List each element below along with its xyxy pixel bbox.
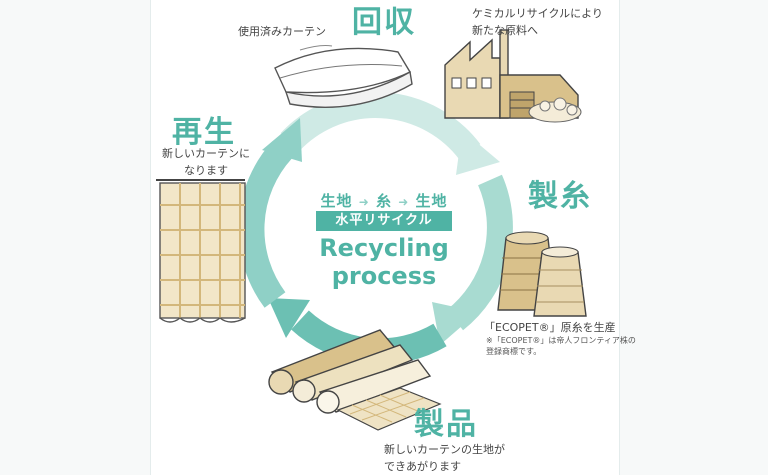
cycle-arrow-right [446, 174, 513, 331]
center-english-line2: process [331, 262, 437, 290]
note-new-curtain: 新しいカーテンに なります [162, 146, 250, 179]
center-flow: 生地 ➜ 糸 ➜ 生地 [311, 190, 457, 211]
footnote-ecopet-line2: 登録商標です。 [486, 346, 542, 356]
cycle-arrowhead-top [456, 130, 500, 175]
hanging-curtain-icon [156, 179, 246, 323]
folded-curtain-icon [274, 45, 413, 108]
center-flow-3: 生地 [415, 192, 448, 210]
center-band: 水平リサイクル [316, 211, 452, 231]
stage-title-seishi: 製糸 [528, 179, 592, 214]
stage-title-saisei: 再生 [172, 115, 236, 150]
note-ecopet: 「ECOPET®」原糸を生産 [484, 321, 616, 334]
note-new-fabric-line1: 新しいカーテンの生地が [384, 443, 505, 456]
cycle-arrowhead-bottom [268, 298, 310, 338]
note-new-fabric: 新しいカーテンの生地が できあがります [384, 442, 505, 475]
center-flow-2: 糸 [375, 192, 392, 210]
cycle-arrowhead-left [262, 118, 302, 162]
cycle-arrow-left [238, 141, 292, 308]
footnote-ecopet: ※「ECOPET®」は帝人フロンティア株の 登録商標です。 [486, 336, 636, 358]
center-english-line1: Recycling [319, 234, 449, 262]
flow-arrow-icon: ➜ [398, 195, 410, 209]
note-new-curtain-line2: なります [184, 163, 228, 177]
cycle-arrowhead-right [432, 302, 478, 345]
footnote-ecopet-line1: ※「ECOPET®」は帝人フロンティア株の [486, 336, 636, 345]
stage-title-kaishu: 回収 [352, 5, 416, 40]
flow-arrow-icon: ➜ [358, 195, 370, 209]
cycle-arrow-top [280, 92, 481, 161]
center-flow-1: 生地 [320, 192, 353, 210]
note-chemical-recycle-line1: ケミカルリサイクルにより [472, 7, 603, 20]
note-chemical-recycle-line2: 新たな原料へ [472, 23, 538, 37]
fabric-rolls-icon [268, 329, 442, 431]
note-used-curtain: 使用済みカーテン [238, 25, 326, 38]
yarn-cones-icon [497, 231, 587, 317]
note-chemical-recycle: ケミカルリサイクルにより 新たな原料へ [472, 6, 603, 39]
center-english-title: Recycling process [296, 234, 472, 290]
stage-title-seihin: 製品 [414, 407, 478, 442]
factory-icon [444, 29, 582, 123]
note-new-curtain-line1: 新しいカーテンに [162, 147, 250, 160]
note-new-fabric-line2: できあがります [384, 459, 461, 473]
